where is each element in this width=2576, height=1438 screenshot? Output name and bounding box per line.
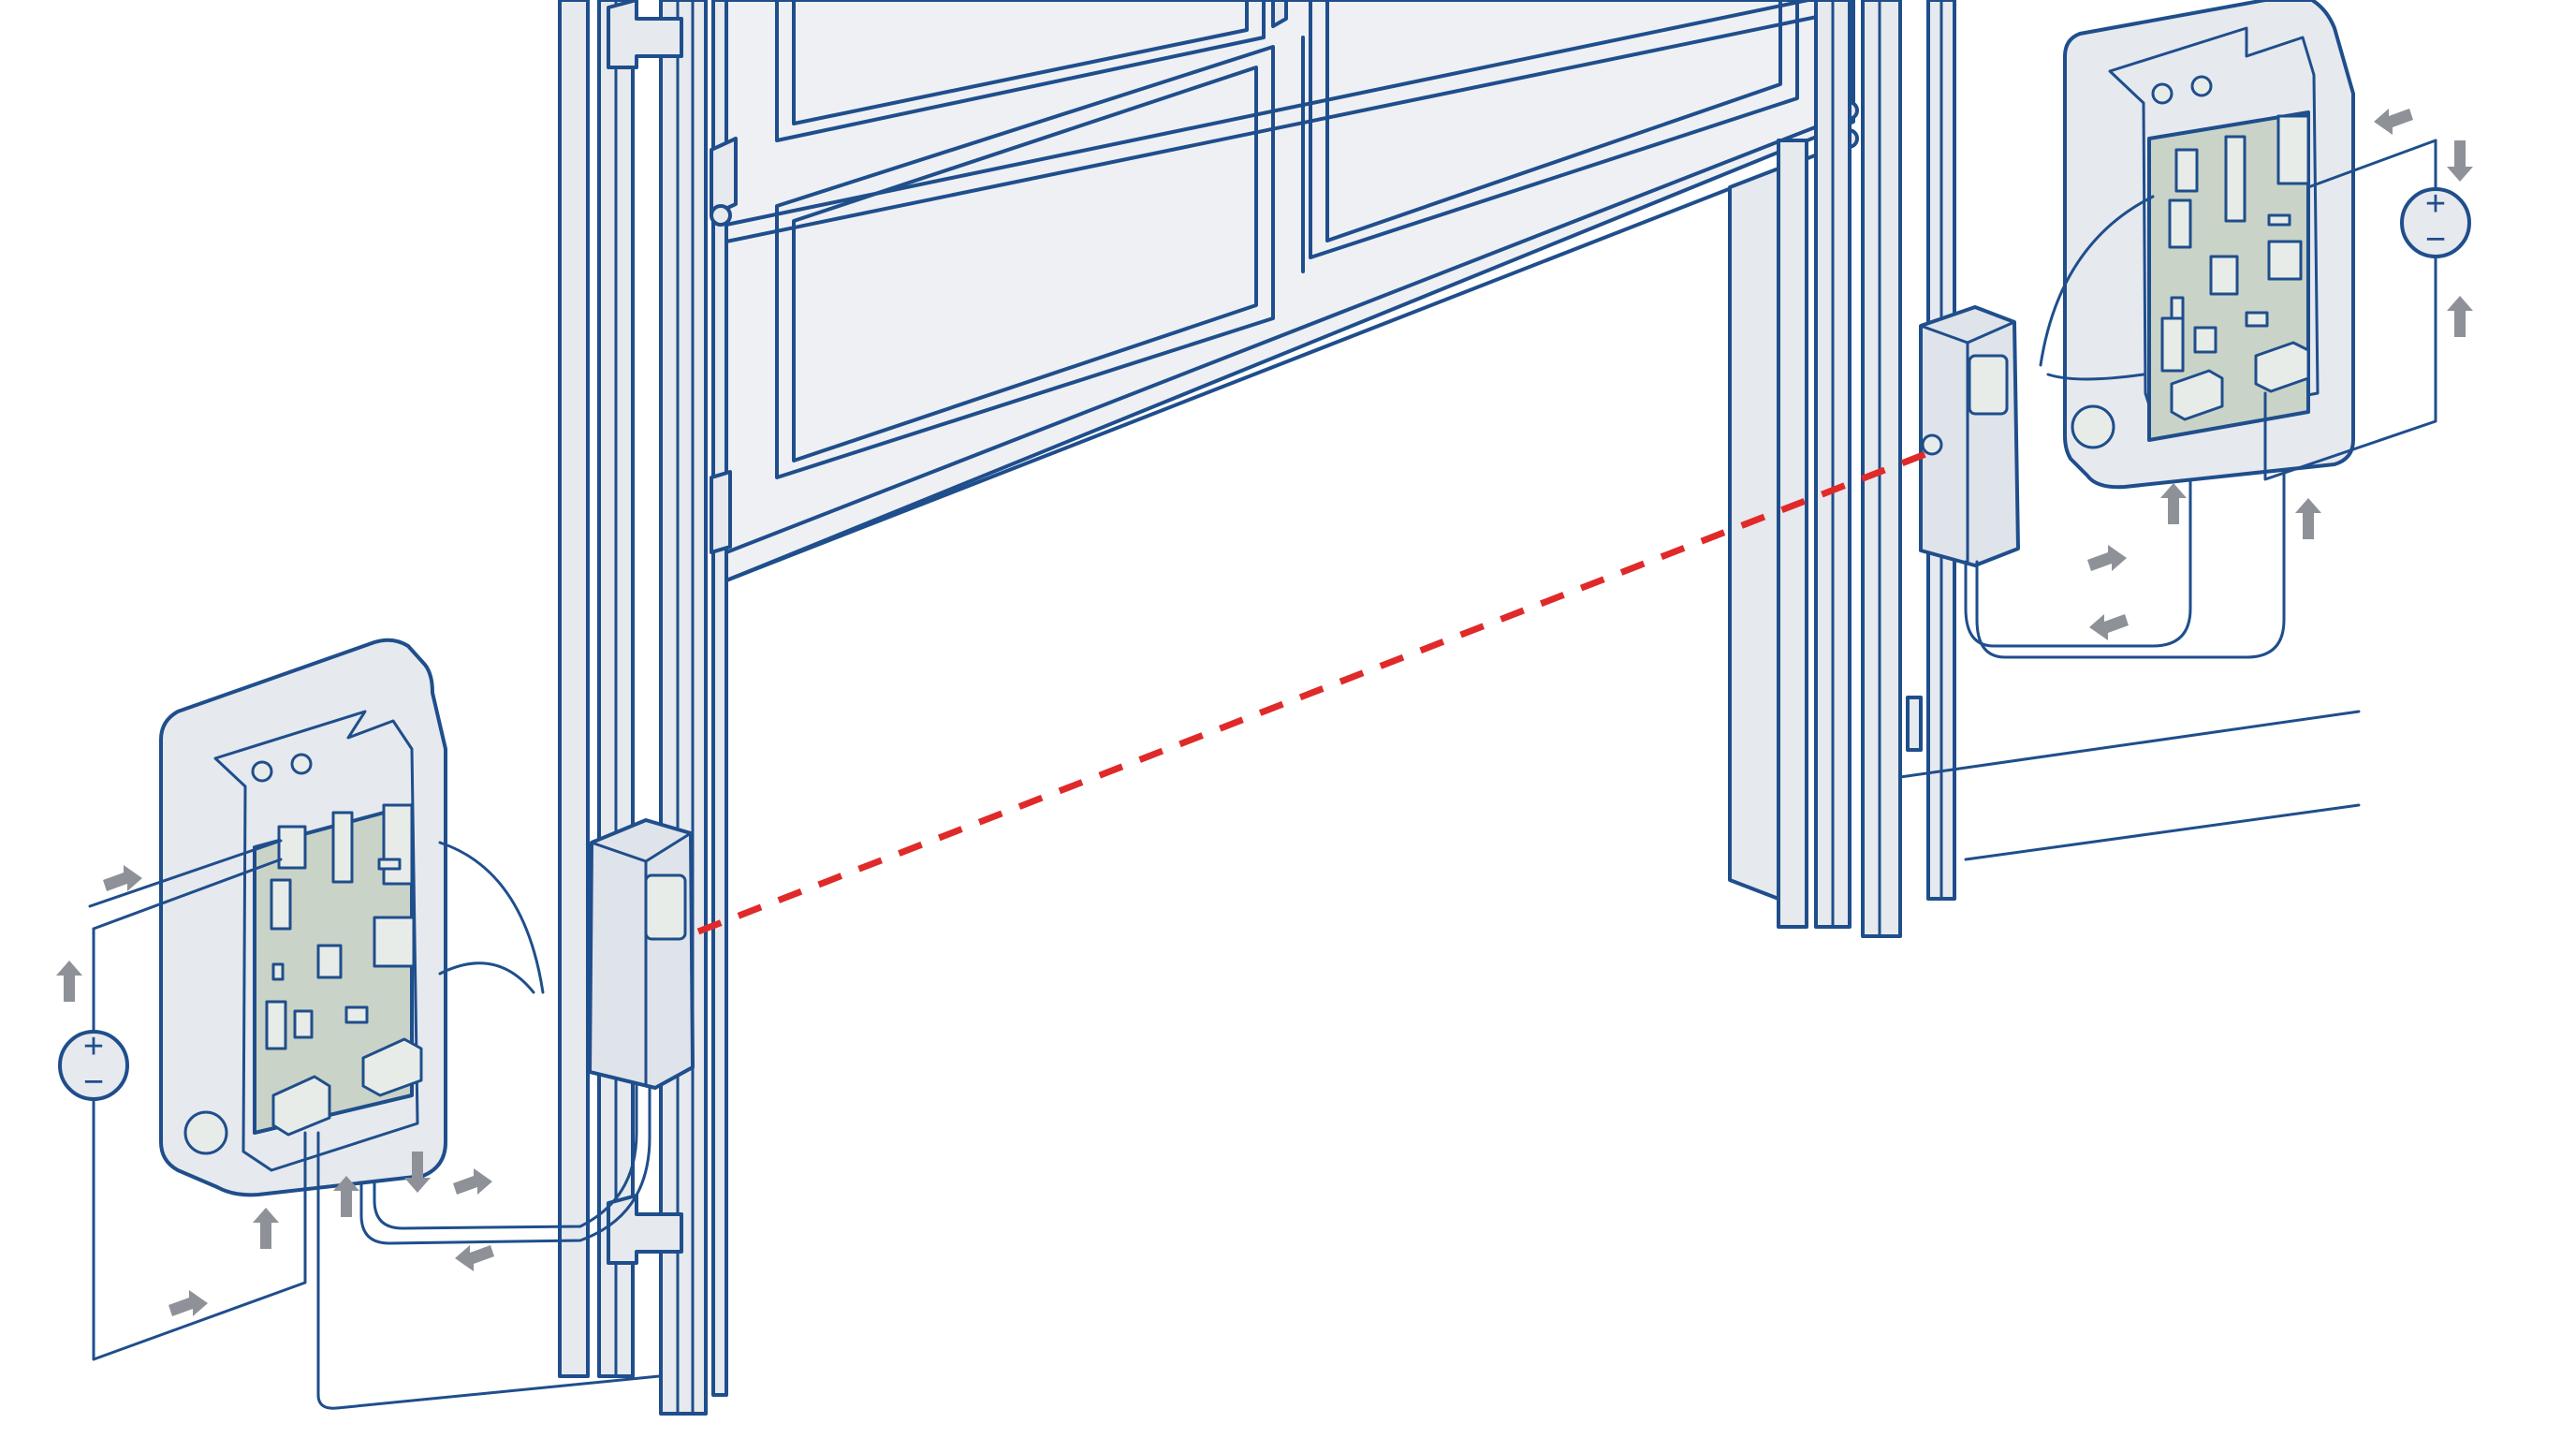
right-control-box (2039, 0, 2437, 490)
plus-sign: + (83, 1027, 104, 1066)
minus-sign: − (83, 1063, 104, 1102)
minus-sign: − (2425, 220, 2446, 259)
arrow-up-icon (333, 1176, 359, 1217)
arrow-up-icon (253, 1208, 279, 1249)
arrow-down-icon (404, 1152, 431, 1193)
current-flow-arrows (56, 109, 2473, 1316)
right-door-jamb (1728, 0, 2361, 938)
arrow-left-icon (2089, 614, 2129, 640)
arrow-right-icon (453, 1168, 492, 1195)
arrow-left-icon (455, 1245, 494, 1271)
arrow-right-icon (2087, 545, 2127, 571)
arrow-up-icon (2295, 498, 2321, 539)
left-photo-eye-sensor (359, 818, 695, 1245)
arrow-right-icon (103, 865, 142, 891)
right-power-source: + − (2400, 184, 2471, 259)
arrow-down-icon (2447, 140, 2473, 182)
right-photo-eye-sensor (1919, 305, 2286, 659)
left-power-source: + − (58, 1027, 129, 1102)
infrared-beam (696, 446, 1939, 935)
arrow-up-icon (2160, 483, 2187, 524)
arrow-up-icon (56, 961, 82, 1002)
arrow-left-icon (2374, 109, 2413, 135)
garage-door (710, 0, 1859, 582)
arrow-up-icon (2447, 296, 2473, 337)
left-control-box (88, 638, 661, 1410)
left-door-jamb (558, 0, 728, 1416)
arrow-right-icon (168, 1290, 208, 1316)
plus-sign: + (2425, 184, 2446, 224)
